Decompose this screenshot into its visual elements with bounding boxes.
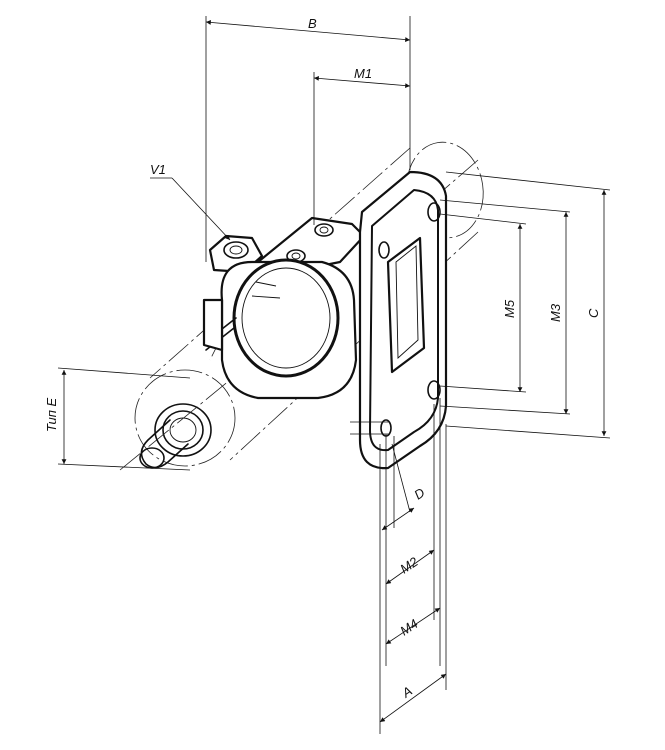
leader-v1: V1 [150,162,231,241]
label-m5: M5 [502,299,517,318]
dimension-m4: M4 [385,607,441,645]
dimension-m1: M1 [313,66,411,225]
label-m1: M1 [354,66,372,81]
label-v1: V1 [150,162,166,177]
label-b: B [308,16,317,31]
flange-plate [358,170,448,470]
dimension-tip-e: Тип E [44,367,191,471]
clamp-body [202,216,366,400]
label-m3: M3 [548,303,563,322]
dimension-b: B [205,16,411,262]
dimension-m2: M2 [385,549,435,585]
dimension-m3: M3 [439,199,571,415]
dimension-c: C [445,171,611,439]
label-d: D [411,485,427,503]
shaft-end [119,379,231,471]
label-c: C [586,308,601,318]
dimension-a: A [379,673,447,723]
label-m4: M4 [397,616,420,639]
label-tip-e: Тип E [44,397,59,432]
dimension-m5: M5 [439,213,527,393]
